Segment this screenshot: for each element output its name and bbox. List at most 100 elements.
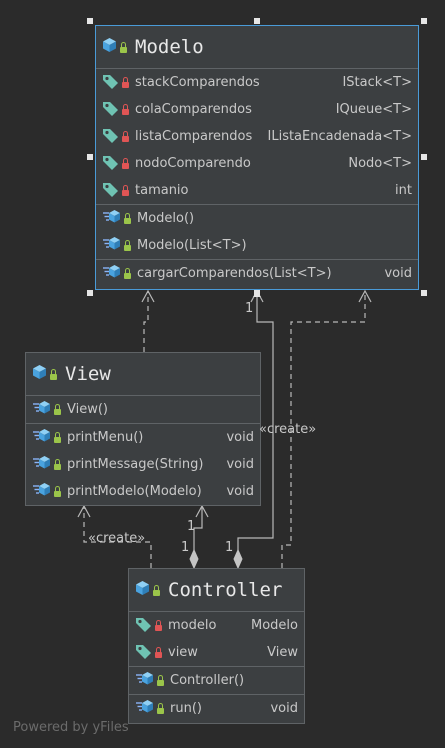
field-name: listaComparendos: [135, 129, 253, 144]
selection-handle[interactable]: [254, 18, 260, 24]
field-tag-icon: [102, 181, 119, 201]
fields-section: stackComparendos IStack<T> colaComparendo…: [96, 69, 418, 204]
field-type: IQueue<T>: [335, 102, 412, 117]
method-return-type: void: [384, 266, 412, 281]
create-label: «create»: [259, 422, 317, 437]
lock-icon: [157, 703, 164, 714]
class-title: Modelo: [135, 36, 204, 58]
create-label: «create»: [88, 531, 146, 546]
field-row[interactable]: tamanio int: [96, 177, 418, 204]
field-tag-icon: [135, 616, 152, 636]
constructor-row[interactable]: Modelo(): [96, 205, 418, 232]
lock-icon: [122, 158, 129, 169]
lock-icon: [153, 584, 160, 596]
lock-icon: [155, 620, 162, 631]
class-cube-icon: [32, 364, 47, 384]
methods-section: run()void: [129, 694, 304, 722]
class-header: Modelo: [96, 26, 418, 69]
field-type: View: [267, 645, 298, 660]
edge-controller-modelo-create: [281, 291, 366, 568]
method-name: printModelo(Modelo): [67, 484, 202, 499]
field-type: int: [395, 183, 412, 198]
class-header: Controller: [129, 569, 304, 612]
field-row[interactable]: colaComparendos IQueue<T>: [96, 96, 418, 123]
lock-icon: [157, 675, 164, 686]
method-row[interactable]: printMessage(String)void: [26, 451, 260, 478]
arrowhead-controller-view-create: [77, 504, 91, 518]
field-name: colaComparendos: [135, 102, 252, 117]
lock-icon: [122, 104, 129, 115]
method-icon: [32, 428, 51, 447]
field-name: view: [168, 645, 198, 660]
method-row[interactable]: printModelo(Modelo)void: [26, 478, 260, 505]
method-return-type: void: [226, 430, 254, 445]
constructor-name: Modelo(List<T>): [137, 238, 247, 253]
lock-icon: [54, 432, 61, 443]
class-node-view[interactable]: View View() printMenu()void printMessage…: [25, 352, 261, 506]
lock-icon: [122, 131, 129, 142]
class-node-modelo[interactable]: Modelo stackComparendos IStack<T> colaCom…: [95, 25, 419, 290]
selection-handle[interactable]: [87, 290, 93, 296]
methods-section: cargarComparendos(List<T>) void: [96, 259, 418, 287]
multiplicity-label: 1: [181, 540, 190, 555]
method-icon: [102, 209, 121, 228]
constructors-section: Controller(): [129, 666, 304, 694]
lock-icon: [155, 647, 162, 658]
method-name: cargarComparendos(List<T>): [137, 266, 332, 281]
edge-controller-view-aggregation: [193, 506, 203, 550]
lock-icon: [124, 240, 131, 251]
field-row[interactable]: listaComparendos IListaEncadenada<T>: [96, 123, 418, 150]
constructor-row[interactable]: View(): [26, 396, 260, 423]
field-name: stackComparendos: [135, 75, 260, 90]
lock-icon: [50, 368, 57, 380]
field-type: IStack<T>: [342, 75, 412, 90]
arrowhead-controller-view-aggregation: [195, 504, 209, 518]
method-icon: [32, 455, 51, 474]
lock-icon: [124, 213, 131, 224]
diamond-modelo-aggregation: [233, 548, 243, 570]
field-tag-icon: [102, 127, 119, 147]
method-row[interactable]: run()void: [129, 695, 304, 722]
field-row[interactable]: view View: [129, 639, 304, 666]
lock-icon: [122, 185, 129, 196]
selection-handle[interactable]: [421, 154, 427, 160]
selection-handle[interactable]: [421, 290, 427, 296]
class-header: View: [26, 353, 260, 396]
method-icon: [32, 400, 51, 419]
method-row[interactable]: cargarComparendos(List<T>) void: [96, 260, 418, 287]
method-row[interactable]: printMenu()void: [26, 424, 260, 451]
field-name: modelo: [168, 618, 217, 633]
lock-icon: [54, 486, 61, 497]
constructor-row[interactable]: Modelo(List<T>): [96, 232, 418, 259]
powered-by-footer: Powered by yFiles: [13, 720, 129, 735]
field-row[interactable]: stackComparendos IStack<T>: [96, 69, 418, 96]
field-name: tamanio: [135, 183, 189, 198]
field-tag-icon: [135, 643, 152, 663]
method-icon: [102, 264, 121, 283]
selection-handle[interactable]: [254, 290, 260, 296]
constructors-section: View(): [26, 396, 260, 423]
method-name: printMessage(String): [67, 457, 204, 472]
constructor-row[interactable]: Controller(): [129, 667, 304, 694]
field-tag-icon: [102, 154, 119, 174]
methods-section: printMenu()void printMessage(String)void…: [26, 423, 260, 505]
field-tag-icon: [102, 73, 119, 93]
class-cube-icon: [102, 37, 117, 57]
diamond-view-aggregation: [189, 548, 199, 570]
lock-icon: [54, 404, 61, 415]
field-tag-icon: [102, 100, 119, 120]
edge-view-modelo: [143, 291, 149, 352]
class-title: View: [65, 363, 111, 385]
lock-icon: [54, 459, 61, 470]
selection-handle[interactable]: [87, 18, 93, 24]
arrowhead-controller-modelo-create: [358, 289, 372, 303]
selection-handle[interactable]: [87, 154, 93, 160]
selection-handle[interactable]: [421, 18, 427, 24]
field-type: IListaEncadenada<T>: [267, 129, 413, 144]
multiplicity-label: 1: [245, 301, 254, 316]
method-icon: [135, 671, 154, 690]
method-name: run(): [170, 701, 202, 716]
